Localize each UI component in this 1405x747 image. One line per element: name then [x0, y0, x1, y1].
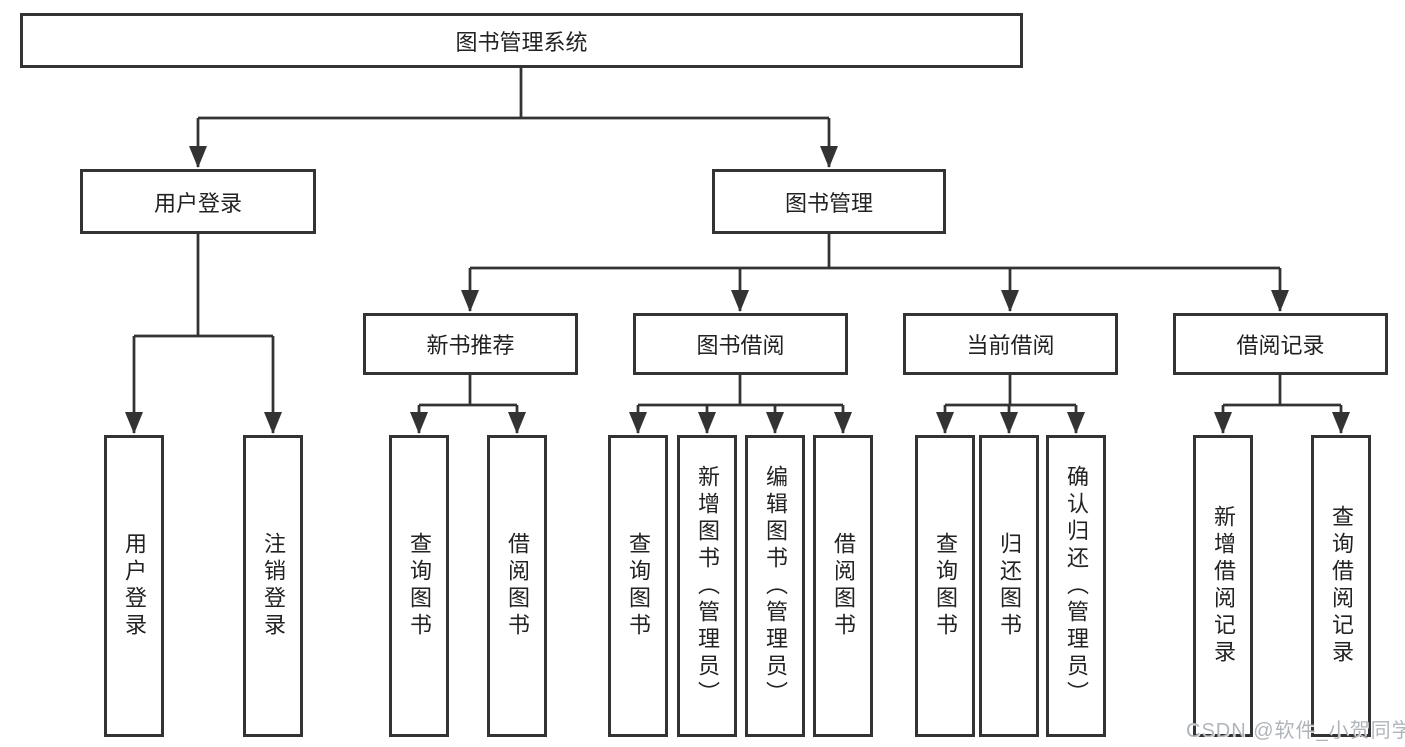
leaf-borrow-books-borrowing: 借阅图书 — [813, 435, 873, 737]
leaf-query-books-current: 查询图书 — [915, 435, 975, 737]
node-borrowing-records: 借阅记录 — [1173, 313, 1388, 375]
node-current-borrowing: 当前借阅 — [903, 313, 1118, 375]
leaf-add-borrow-record: 新增借阅记录 — [1193, 435, 1253, 737]
leaf-return-book: 归还图书 — [979, 435, 1039, 737]
leaf-query-books-recommend: 查询图书 — [389, 435, 449, 737]
leaf-user-login: 用户登录 — [104, 435, 164, 737]
leaf-query-books-borrowing: 查询图书 — [608, 435, 668, 737]
leaf-confirm-return-admin: 确认归还（管理员） — [1046, 435, 1106, 737]
leaf-borrow-books-recommend: 借阅图书 — [487, 435, 547, 737]
node-new-book-recommendation: 新书推荐 — [363, 313, 578, 375]
node-book-borrowing: 图书借阅 — [633, 313, 848, 375]
leaf-add-book-admin: 新增图书（管理员） — [677, 435, 737, 737]
node-user-login-branch: 用户登录 — [80, 169, 316, 234]
leaf-edit-book-admin: 编辑图书（管理员） — [745, 435, 805, 737]
csdn-watermark: CSDN @软件_小贺同学 — [1186, 720, 1405, 742]
leaf-query-borrow-record: 查询借阅记录 — [1311, 435, 1371, 737]
node-book-management-branch: 图书管理 — [712, 169, 946, 234]
leaf-logout: 注销登录 — [243, 435, 303, 737]
node-library-management-system: 图书管理系统 — [20, 13, 1023, 68]
